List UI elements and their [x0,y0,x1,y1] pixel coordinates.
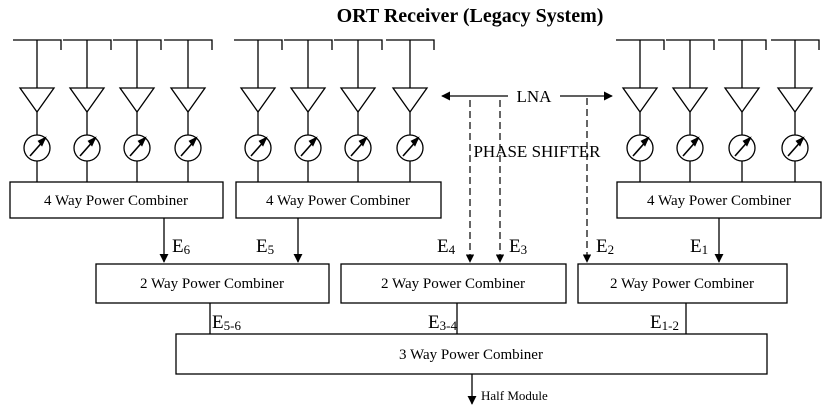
signal-e5: E5 [256,236,274,257]
lna-triangle-11 [723,87,761,114]
phase-shifter-arrowhead-2 [87,136,97,147]
lna-triangle-4 [169,87,207,114]
diagram-title: ORT Receiver (Legacy System) [337,5,604,27]
two-way-combiner-right-box [577,263,788,304]
phase-shifter-arrowhead-7 [358,136,368,147]
phase-shifter-arrowhead-4 [188,136,198,147]
signal-e34: E3-4 [428,312,457,333]
phase-shifter-arrowhead-9 [640,136,650,147]
signal-e3: E3 [509,236,527,257]
lna-label: LNA [517,87,553,106]
lna-triangle-9 [621,87,659,114]
signal-e1: E1 [690,236,708,257]
three-way-combiner-box [175,333,768,375]
two-way-combiner-right: 2 Way Power Combiner [577,263,788,304]
lna-triangle-8 [391,87,429,114]
two-way-combiner-middle-label: 2 Way Power Combiner [381,276,525,292]
lna-callout: LNA [441,87,613,106]
lna-triangle-2 [68,87,106,114]
antenna-element-6 [284,39,333,88]
signal-e6: E6 [172,236,191,257]
antenna-element-5 [234,39,283,88]
antenna-element-chains [13,39,820,182]
phase-shifter-arrowhead-5 [258,136,268,147]
four-way-combiner-left-label: 4 Way Power Combiner [44,193,188,209]
two-way-combiner-left: 2 Way Power Combiner [95,263,330,304]
four-way-combiner-middle-box [235,181,442,219]
two-way-combiner-middle: 2 Way Power Combiner [340,263,567,304]
signal-e2: E2 [596,236,614,257]
antenna-element-4 [164,39,213,88]
two-way-combiner-right-label: 2 Way Power Combiner [610,276,754,292]
lna-triangle-1 [18,87,56,114]
four-way-combiner-middle: 4 Way Power Combiner [235,181,442,219]
antenna-element-8 [386,39,435,88]
two-way-combiner-middle-box [340,263,567,304]
antenna-element-9 [616,39,665,88]
phase-shifter-arrowhead-11 [742,136,752,147]
phase-shifter-arrowhead-3 [137,136,147,147]
four-way-combiner-left: 4 Way Power Combiner [9,181,224,219]
lna-triangle-7 [339,87,377,114]
four-way-combiner-left-box [9,181,224,219]
lna-triangle-6 [289,87,327,114]
two-way-combiner-left-label: 2 Way Power Combiner [140,276,284,292]
connectors [159,218,724,405]
signal-e12: E1-2 [650,312,679,333]
phase-shifter-arrowhead-1 [37,136,47,147]
four-way-combiner-middle-label: 4 Way Power Combiner [266,193,410,209]
half-module-label: Half Module [481,388,548,403]
four-way-combiner-right-label: 4 Way Power Combiner [647,193,791,209]
lna-triangle-10 [671,87,709,114]
phase-shifter-arrowhead-8 [410,136,420,147]
lna-triangle-12 [776,87,814,114]
phase-shifter-label: PHASE SHIFTER [473,142,601,161]
antenna-element-12 [771,39,820,88]
signal-e56: E5-6 [212,312,241,333]
signal-e4: E4 [437,236,456,257]
three-way-combiner: 3 Way Power Combiner [175,333,768,375]
lna-triangle-5 [239,87,277,114]
four-way-combiner-right: 4 Way Power Combiner [616,181,822,219]
antenna-element-7 [334,39,383,88]
lna-triangle-3 [118,87,156,114]
antenna-element-1 [13,39,62,88]
antenna-element-10 [666,39,715,88]
three-way-combiner-label: 3 Way Power Combiner [399,347,543,363]
phase-shifter-arrowhead-10 [690,136,700,147]
phase-shifter-arrowhead-12 [795,136,805,147]
two-way-combiner-left-box [95,263,330,304]
antenna-element-2 [63,39,112,88]
phase-shifter-arrowhead-6 [308,136,318,147]
antenna-element-3 [113,39,162,88]
dashed-feeds [465,98,592,263]
antenna-element-11 [718,39,767,88]
